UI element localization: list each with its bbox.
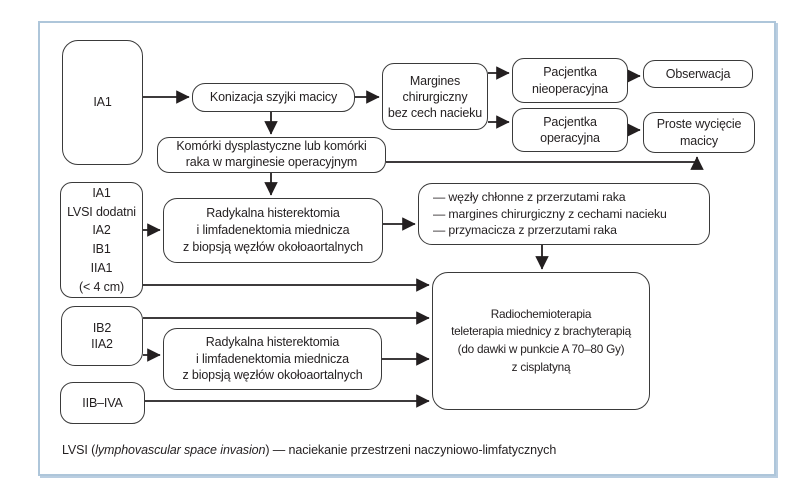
node-label: Margines chirurgiczny bez cech nacieku [387, 73, 483, 120]
node-risk-factor-list: — węzły chłonne z przerzutami raka — mar… [418, 183, 710, 245]
node-label: Konizacja szyjki macicy [209, 90, 338, 105]
node-label: Obserwacja [665, 66, 731, 81]
node-radykalna-histerektomia-1: Radykalna histerektomia i limfadenektomi… [163, 198, 383, 263]
footnote-suffix: ) — naciekanie przestrzeni naczyniowo-li… [265, 443, 557, 457]
node-label: IA1 LVSI dodatni IA2 IB1 IIA1 (< 4 cm) [67, 185, 136, 294]
node-stage-list-ia1-lvsi: IA1 LVSI dodatni IA2 IB1 IIA1 (< 4 cm) [60, 182, 143, 298]
lvsi-footnote: LVSI (lymphovascular space invasion) — n… [62, 443, 556, 457]
node-stage-ib2-iia2: IB2 IIA2 [61, 306, 143, 366]
node-label: IIB–IVA [82, 395, 123, 410]
node-label: Radykalna histerektomia i limfadenektomi… [182, 206, 364, 254]
node-label: Radiochemioterapia teleterapia miednicy … [451, 306, 631, 374]
footnote-italic-term: lymphovascular space invasion [95, 443, 266, 457]
node-stage-ia1: IA1 [62, 40, 143, 165]
node-komorki-dysplastyczne: Komórki dysplastyczne lub komórki raka w… [157, 137, 386, 173]
node-margines-bez-nacieku: Margines chirurgiczny bez cech nacieku [382, 63, 488, 130]
node-stage-iib-iva: IIB–IVA [60, 382, 145, 424]
node-label: Radykalna histerektomia i limfadenektomi… [182, 334, 363, 383]
node-pacjentka-nieoperacyjna: Pacjentka nieoperacyjna [512, 58, 628, 103]
node-label: Komórki dysplastyczne lub komórki raka w… [176, 139, 367, 169]
node-pacjentka-operacyjna: Pacjentka operacyjna [512, 108, 628, 152]
node-label: IB2 IIA2 [91, 320, 113, 352]
node-obserwacja: Obserwacja [643, 60, 753, 88]
node-label: Pacjentka nieoperacyjna [532, 65, 608, 96]
node-radykalna-histerektomia-2: Radykalna histerektomia i limfadenektomi… [163, 328, 382, 390]
node-label: Pacjentka operacyjna [540, 114, 600, 146]
node-proste-wyciecie-macicy: Proste wycięcie macicy [643, 112, 755, 153]
node-konizacja: Konizacja szyjki macicy [192, 83, 355, 112]
node-label: — węzły chłonne z przerzutami raka — mar… [433, 190, 667, 238]
node-label: IA1 [93, 95, 112, 110]
node-radiochemioterapia: Radiochemioterapia teleterapia miednicy … [432, 272, 650, 410]
node-label: Proste wycięcie macicy [656, 117, 742, 148]
footnote-prefix: LVSI ( [62, 443, 96, 457]
